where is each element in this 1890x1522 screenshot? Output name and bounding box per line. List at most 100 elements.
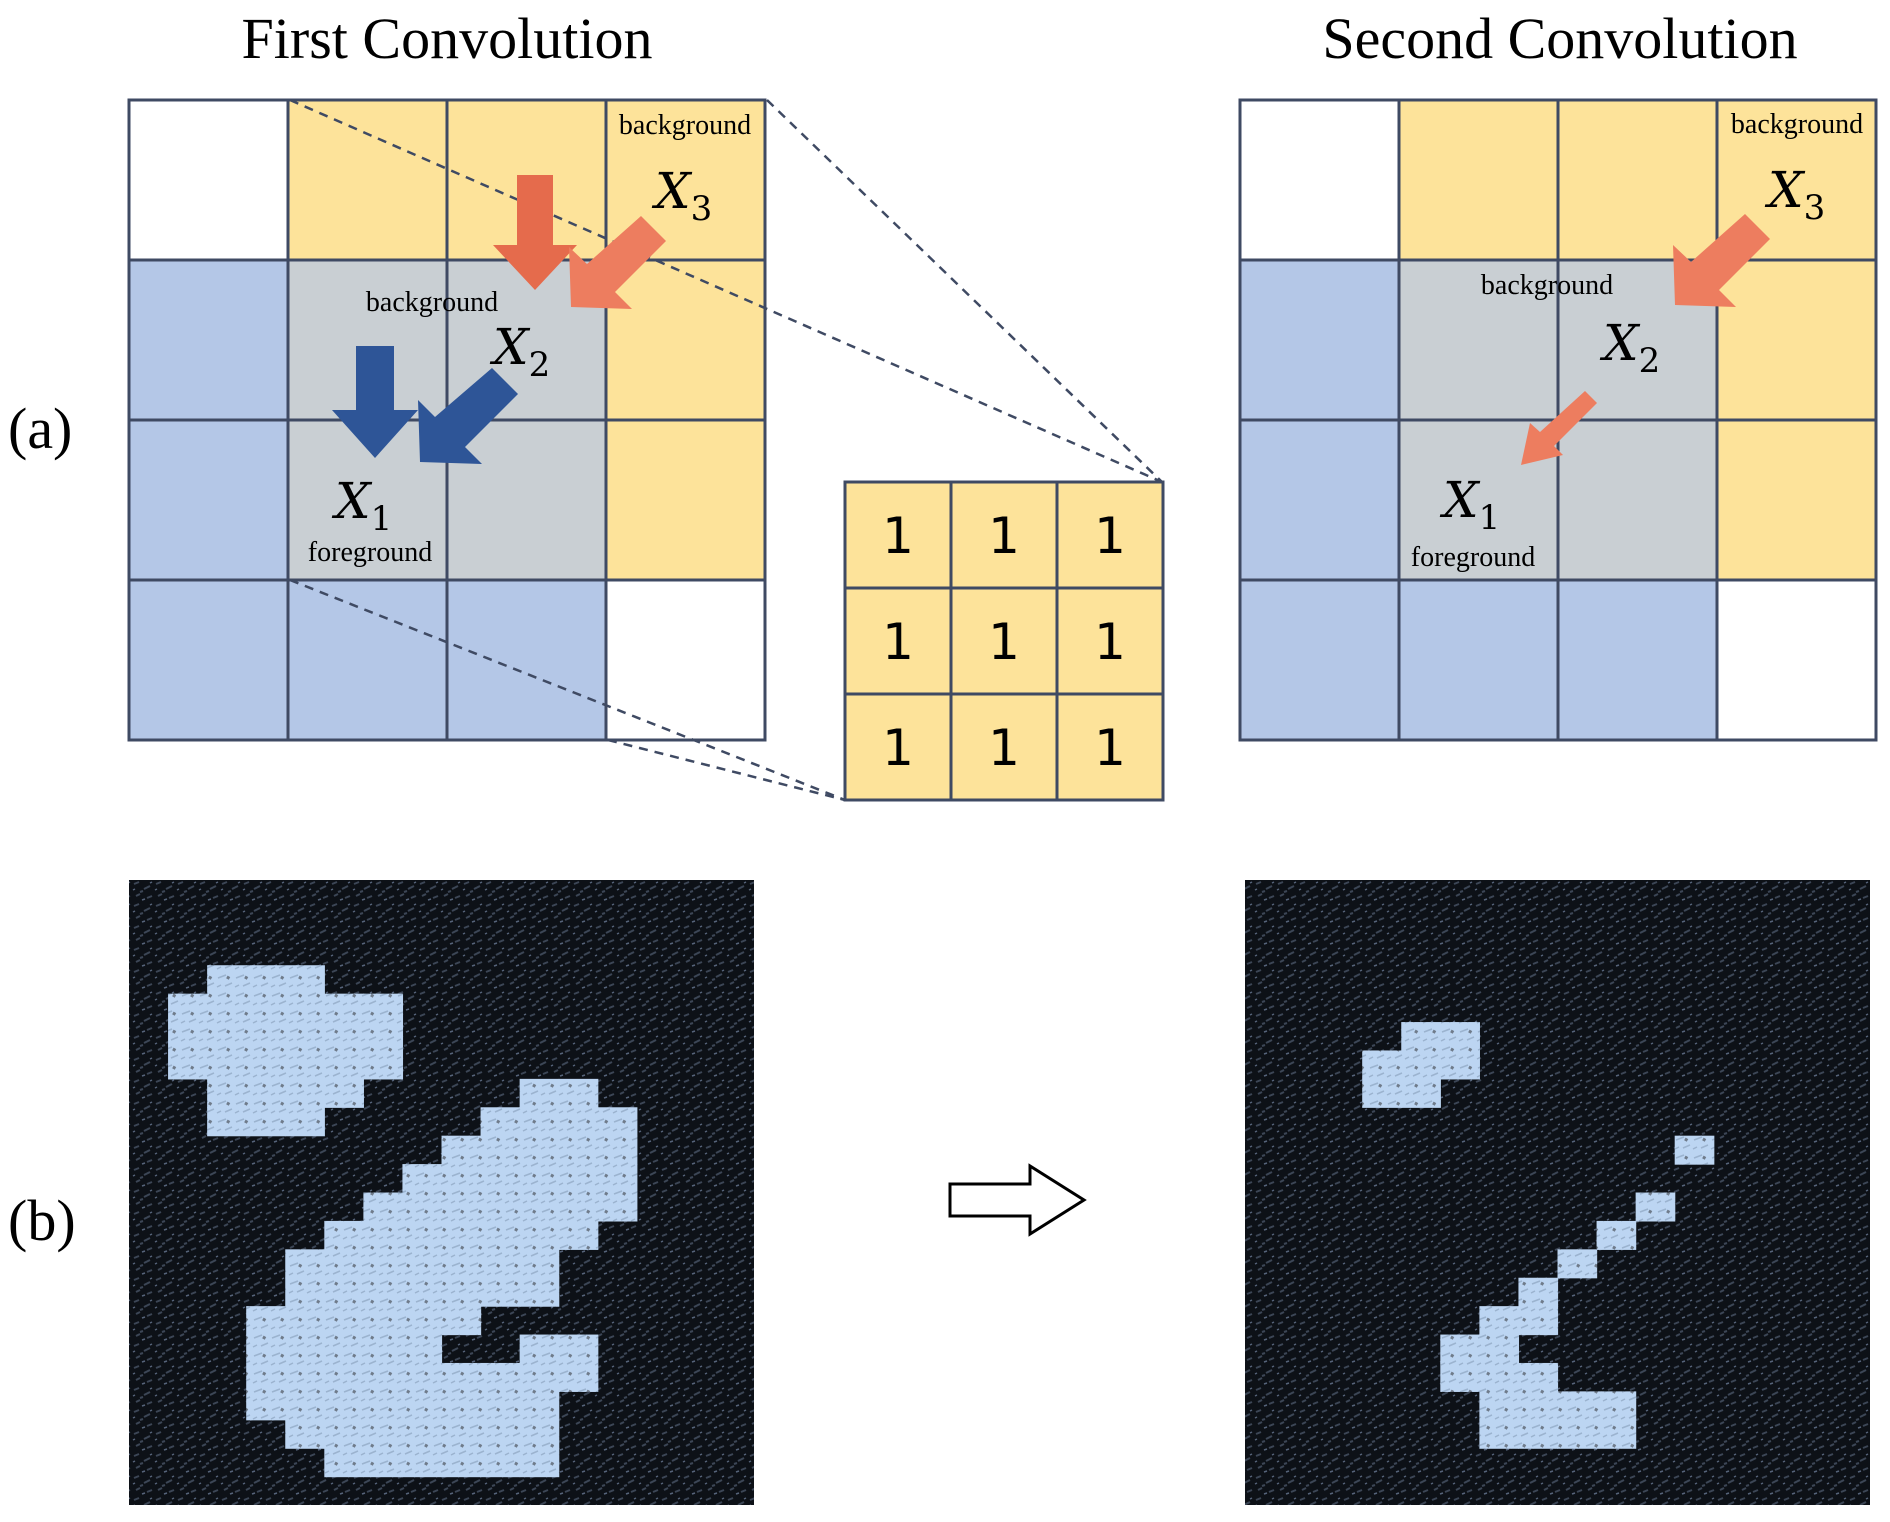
first-mask-foreground-pixel (324, 1220, 364, 1250)
first-mask-foreground-pixel (558, 1334, 599, 1364)
first-mask-foreground-pixel (324, 1249, 364, 1279)
first-mask-foreground-pixel (246, 1306, 286, 1336)
second-x3-subscript: 3 (1804, 188, 1826, 228)
kernel-cell-2-2 (1055, 692, 1165, 802)
first-mask-foreground-pixel (207, 965, 247, 995)
second-x2-letter: X (1599, 314, 1641, 372)
first-grid-cell-2-0 (127, 418, 290, 582)
first-mask-foreground-pixel (207, 1050, 247, 1080)
kernel-value-1-1: 1 (988, 613, 1020, 671)
first-mask-foreground-pixel (363, 1448, 404, 1478)
first-mask-foreground-pixel (207, 993, 247, 1023)
first-mask-foreground-pixel (363, 993, 404, 1023)
second-mask-foreground-pixel (1362, 1050, 1402, 1080)
x2-subscript: 2 (529, 345, 551, 385)
second-grid-cell-0-0 (1238, 98, 1401, 262)
second-grid-arrows (1521, 214, 1770, 465)
second-grid-cell-3-0 (1238, 578, 1401, 742)
first-mask-foreground-pixel (480, 1419, 521, 1449)
first-mask-foreground-pixel (246, 1107, 286, 1137)
first-mask-foreground-pixel (558, 1078, 599, 1108)
first-mask-foreground-pixel (324, 1362, 364, 1392)
first-mask-foreground-pixel (558, 1107, 599, 1137)
first-mask-foreground-pixel (480, 1220, 521, 1250)
second-mask-foreground-pixel (1674, 1135, 1715, 1165)
first-mask-foreground-pixel (402, 1277, 443, 1307)
kernel-cell-1-2 (1055, 586, 1165, 696)
second-mask-foreground-pixel (1362, 1078, 1402, 1108)
first-mask-foreground-pixel (246, 1050, 286, 1080)
first-mask-foreground-pixel (558, 1220, 599, 1250)
second-convolution-title: Second Convolution (1322, 6, 1797, 71)
first-mask-foreground-pixel (558, 1135, 599, 1165)
first-mask-foreground-pixel (285, 1107, 325, 1137)
first-mask-foreground-pixel (519, 1391, 560, 1421)
first-grid-cell-1-0 (127, 258, 290, 422)
first-mask-foreground-pixel (363, 1192, 404, 1222)
first-mask-foreground-pixel (285, 1277, 325, 1307)
blue-down-arrow (332, 346, 418, 458)
first-mask-foreground-pixel (519, 1164, 560, 1194)
first-mask-foreground-pixel (402, 1220, 443, 1250)
kernel-cell-0-2 (1055, 480, 1165, 590)
second-x2-background-label: background (1481, 270, 1613, 301)
kernel-cell-2-0 (843, 692, 953, 802)
second-mask-foreground-pixel (1596, 1220, 1637, 1250)
first-mask-foreground-pixel (519, 1419, 560, 1449)
second-x1-letter: X (1439, 471, 1481, 529)
first-mask-foreground-pixel (402, 1419, 443, 1449)
first-mask-foreground-pixel (285, 1050, 325, 1080)
x3-background-label: background (619, 110, 751, 141)
second-grid-cell-3-1 (1397, 578, 1560, 742)
first-mask-foreground-pixel (324, 1022, 364, 1052)
first-mask-foreground-pixel (519, 1448, 560, 1478)
second-mask-foreground-pixel (1479, 1334, 1520, 1364)
first-convolution-title: First Convolution (242, 6, 653, 71)
second-mask-foreground-pixel (1479, 1391, 1520, 1421)
second-convolution-grid (1238, 98, 1878, 742)
first-mask-foreground-pixel (246, 965, 286, 995)
x2-letter: X (489, 318, 531, 376)
second-grid-cell-3-3 (1715, 578, 1878, 742)
second-mask-foreground-pixel (1635, 1192, 1676, 1222)
first-mask-foreground-pixel (285, 965, 325, 995)
first-mask-foreground-pixel (363, 1419, 404, 1449)
second-mask-foreground-pixel (1440, 1050, 1480, 1080)
second-grid-cell-1-0 (1238, 258, 1401, 422)
second-grid-cell-3-2 (1556, 578, 1719, 742)
first-mask-foreground-pixel (285, 1362, 325, 1392)
first-mask-foreground-pixel (363, 1249, 404, 1279)
first-mask-foreground-pixel (168, 1050, 208, 1080)
hollow-right-arrow (948, 1163, 1087, 1237)
first-mask-foreground-pixel (441, 1306, 482, 1336)
x1-foreground-label: foreground (308, 537, 432, 568)
first-mask-foreground-pixel (441, 1249, 482, 1279)
second-x2-symbol: X2 (1599, 314, 1660, 381)
first-mask-image (129, 880, 754, 1505)
second-mask-foreground-pixel (1440, 1022, 1480, 1052)
first-mask-foreground-pixel (480, 1448, 521, 1478)
first-mask-foreground-pixel (363, 1362, 404, 1392)
first-mask-foreground-pixel (363, 1391, 404, 1421)
orange-down-arrow (493, 175, 577, 290)
first-mask-foreground-pixel (168, 993, 208, 1023)
second-orange-small-arrow (1521, 391, 1597, 465)
second-x3-letter: X (1764, 161, 1806, 219)
second-mask-foreground-pixel (1401, 1050, 1441, 1080)
second-mask-foreground-pixel (1518, 1419, 1559, 1449)
first-mask-foreground-pixel (363, 1050, 404, 1080)
first-grid-cell-3-2 (445, 578, 608, 742)
first-mask-foreground-pixel (441, 1164, 482, 1194)
second-mask-foreground-pixel (1401, 1022, 1441, 1052)
first-grid-cell-3-3 (604, 578, 767, 742)
first-mask-foreground-pixel (519, 1334, 560, 1364)
first-mask-foreground-pixel (441, 1277, 482, 1307)
blue-diagonal-arrow (418, 368, 518, 464)
x3-symbol: X3 (651, 162, 712, 229)
panel-label-b: (b) (8, 1188, 76, 1253)
second-mask-foreground-pixel (1479, 1306, 1520, 1336)
second-mask-foreground-pixel (1518, 1306, 1559, 1336)
second-mask-foreground-pixel (1518, 1362, 1559, 1392)
second-orange-diagonal-arrow (1673, 214, 1770, 307)
